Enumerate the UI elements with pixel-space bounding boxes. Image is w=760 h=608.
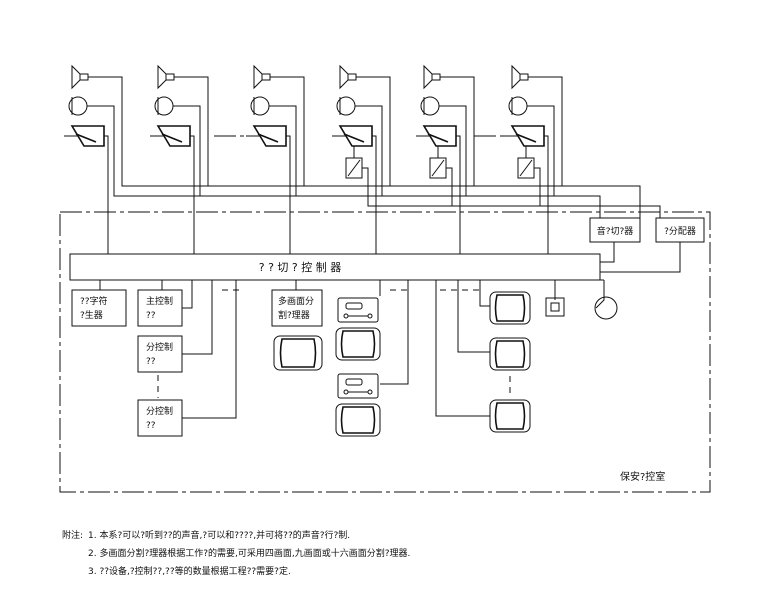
camera-icon [70, 125, 105, 147]
sub-keyboard-2-line1: 分控制 [146, 405, 173, 417]
control-room-boundary [59, 211, 711, 493]
sub-keyboard-1-line2: ?? [146, 357, 156, 367]
field-cameras [64, 64, 661, 254]
main-keyboard-line1: 主控制 [146, 295, 173, 307]
char-generator-box [71, 289, 127, 327]
monitor-vcr-2 [335, 403, 381, 437]
monitor-multiscreen [273, 335, 323, 371]
speaker-icon [71, 64, 89, 90]
multiscreen-processor-box [271, 289, 323, 327]
speaker-icon [157, 64, 175, 90]
room-wiring [99, 242, 681, 419]
main-keyboard-box [137, 289, 183, 327]
vcr-2 [337, 373, 379, 399]
monitor-vcr-1 [335, 327, 381, 361]
camera-icon [156, 125, 191, 147]
note-3: 3. ??设备,?控制??,??等的数量根据工程??需要?定. [88, 565, 291, 577]
room-speaker-icon [545, 297, 565, 317]
matrix-switcher-label: ? ? 切 ? 控 制 器 [259, 260, 342, 274]
room-microphone-icon [594, 296, 618, 320]
vcr-1 [337, 297, 379, 323]
notes-prefix: 附注: [62, 529, 83, 541]
camera-icon [252, 125, 287, 147]
speaker-icon [511, 64, 529, 90]
char-generator-line1: ??字符 [80, 295, 108, 307]
audio-switch-label: 音?切?器 [597, 225, 634, 237]
main-keyboard-line2: ?? [146, 311, 156, 321]
monitor-right-1 [489, 291, 531, 325]
monitor-right-2 [489, 337, 531, 371]
speaker-icon [253, 64, 271, 90]
sub-keyboard-1-box [137, 335, 183, 373]
monitor-right-3 [489, 399, 531, 433]
audio-switch-box [589, 217, 641, 243]
note-1: 1. 本系?可以?听到??的声音,?可以和????,并可将??的声音?行?制. [88, 529, 350, 541]
note-2: 2. 多画面分割?理器根据工作?的需要,可采用四画面,九画面或十六画面分割?理器… [88, 547, 410, 559]
multiscreen-line1: 多画面分 [278, 295, 314, 307]
camera-icon [338, 125, 373, 147]
speaker-icon [339, 64, 357, 90]
sub-keyboard-2-line2: ?? [146, 421, 156, 431]
speaker-icon [423, 64, 441, 90]
sub-keyboard-2-box [137, 399, 183, 437]
control-room-label: 保安?控室 [620, 470, 665, 483]
multiscreen-line2: 割?理器 [278, 309, 310, 321]
camera-icon [510, 125, 545, 147]
char-generator-line2: ?生器 [80, 309, 103, 321]
matrix-switcher-bar [69, 253, 601, 281]
camera-icon [422, 125, 457, 147]
distributor-label: ?分配器 [664, 226, 696, 237]
sub-keyboard-1-line1: 分控制 [146, 341, 173, 353]
